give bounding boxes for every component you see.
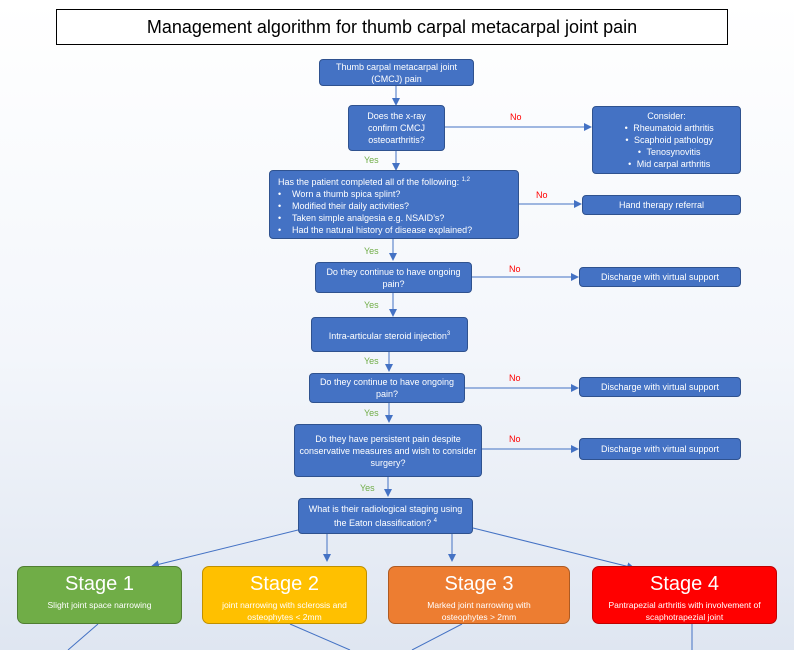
page-title: Management algorithm for thumb carpal me… xyxy=(56,9,728,45)
stage-name: Stage 3 xyxy=(444,573,514,595)
completed-heading: Has the patient completed all of the fol… xyxy=(278,174,470,188)
stage-1-box: Stage 1 Slight joint space narrowing xyxy=(17,566,182,624)
completed-item: Modified their daily activities? xyxy=(278,200,409,212)
completed-item: Worn a thumb spica splint? xyxy=(278,188,400,200)
stage-name: Stage 2 xyxy=(250,573,319,595)
pain1-yes-label: Yes xyxy=(364,300,379,310)
pain1-no-label: No xyxy=(509,264,521,274)
staging-superscript: 4 xyxy=(433,518,437,524)
consider-item: Scaphoid pathology xyxy=(620,134,713,146)
pain1-question-box: Do they continue to have ongoing pain? xyxy=(315,262,472,293)
consider-box: Consider: Rheumatoid arthritis Scaphoid … xyxy=(592,106,741,174)
consider-heading: Consider: xyxy=(647,111,686,121)
stage-desc: joint narrowing with sclerosis and osteo… xyxy=(222,600,347,622)
discharge3-box: Discharge with virtual support xyxy=(579,438,741,460)
discharge1-text: Discharge with virtual support xyxy=(600,272,720,282)
hand-therapy-box: Hand therapy referral xyxy=(582,195,741,215)
staging-question-text: What is their radiological staging using… xyxy=(308,504,463,528)
stage-name: Stage 4 xyxy=(650,573,719,595)
pain1-question-text: Do they continue to have ongoing pain? xyxy=(326,266,461,289)
consider-item: Tenosynovitis xyxy=(632,146,700,158)
completed-item: Taken simple analgesia e.g. NSAID’s? xyxy=(278,212,444,224)
xray-question-box: Does the x-ray confirm CMCJ osteoarthrit… xyxy=(348,105,445,151)
arrow-stage1-down xyxy=(67,623,99,650)
stage-2-box: Stage 2 joint narrowing with sclerosis a… xyxy=(202,566,367,624)
stage-4-box: Stage 4 Pantrapezial arthritis with invo… xyxy=(592,566,777,624)
xray-yes-label: Yes xyxy=(364,155,379,165)
completed-item: Had the natural history of disease expla… xyxy=(278,224,472,236)
completed-question-box: Has the patient completed all of the fol… xyxy=(269,170,519,239)
injection-yes-label: Yes xyxy=(364,356,379,366)
arrow-staging-stage1 xyxy=(151,529,299,569)
injection-text: Intra-articular steroid injection xyxy=(328,330,447,341)
completed-superscript: 1,2 xyxy=(461,176,470,183)
completed-heading-text: Has the patient completed all of the fol… xyxy=(278,176,460,187)
arrow-stage3-down xyxy=(411,623,463,650)
pain2-question-text: Do they continue to have ongoing pain? xyxy=(319,377,455,399)
xray-no-label: No xyxy=(510,112,522,122)
staging-question-box: What is their radiological staging using… xyxy=(298,498,473,534)
pain2-yes-label: Yes xyxy=(364,408,379,418)
completed-no-label: No xyxy=(536,190,548,200)
staging-text-wrap: What is their radiological staging using… xyxy=(303,503,468,529)
surgery-yes-label: Yes xyxy=(360,483,375,493)
stage-name: Stage 1 xyxy=(65,573,134,595)
surgery-question-box: Do they have persistent pain despite con… xyxy=(294,424,482,477)
pain2-question-box: Do they continue to have ongoing pain? xyxy=(309,373,465,403)
consider-item: Mid carpal arthritis xyxy=(623,158,711,170)
arrow-staging-stage4 xyxy=(472,527,635,571)
start-box: Thumb carpal metacarpal joint (CMCJ) pai… xyxy=(319,59,474,86)
injection-box: Intra-articular steroid injection3 xyxy=(311,317,468,352)
consider-item: Rheumatoid arthritis xyxy=(619,122,714,134)
injection-text-wrap: Intra-articular steroid injection3 xyxy=(329,328,450,342)
discharge1-box: Discharge with virtual support xyxy=(579,267,741,287)
pain2-no-label: No xyxy=(509,373,521,383)
stage-3-box: Stage 3 Marked joint narrowing with oste… xyxy=(388,566,570,624)
stage-desc: Pantrapezial arthritis with involvement … xyxy=(608,600,761,622)
xray-question-text: Does the x-ray confirm CMCJ osteoarthrit… xyxy=(367,111,426,145)
discharge2-text: Discharge with virtual support xyxy=(600,382,720,392)
arrow-stage2-down xyxy=(289,623,351,650)
start-text: Thumb carpal metacarpal joint (CMCJ) pai… xyxy=(335,61,458,84)
hand-therapy-text: Hand therapy referral xyxy=(618,200,705,210)
discharge2-box: Discharge with virtual support xyxy=(579,377,741,397)
surgery-question-text: Do they have persistent pain despite con… xyxy=(299,433,477,468)
stage-desc: Marked joint narrowing with osteophytes … xyxy=(427,600,531,622)
injection-superscript: 3 xyxy=(446,330,451,337)
discharge3-text: Discharge with virtual support xyxy=(600,444,720,454)
completed-yes-label: Yes xyxy=(364,246,379,256)
surgery-no-label: No xyxy=(509,434,521,444)
stage-desc: Slight joint space narrowing xyxy=(47,600,152,610)
